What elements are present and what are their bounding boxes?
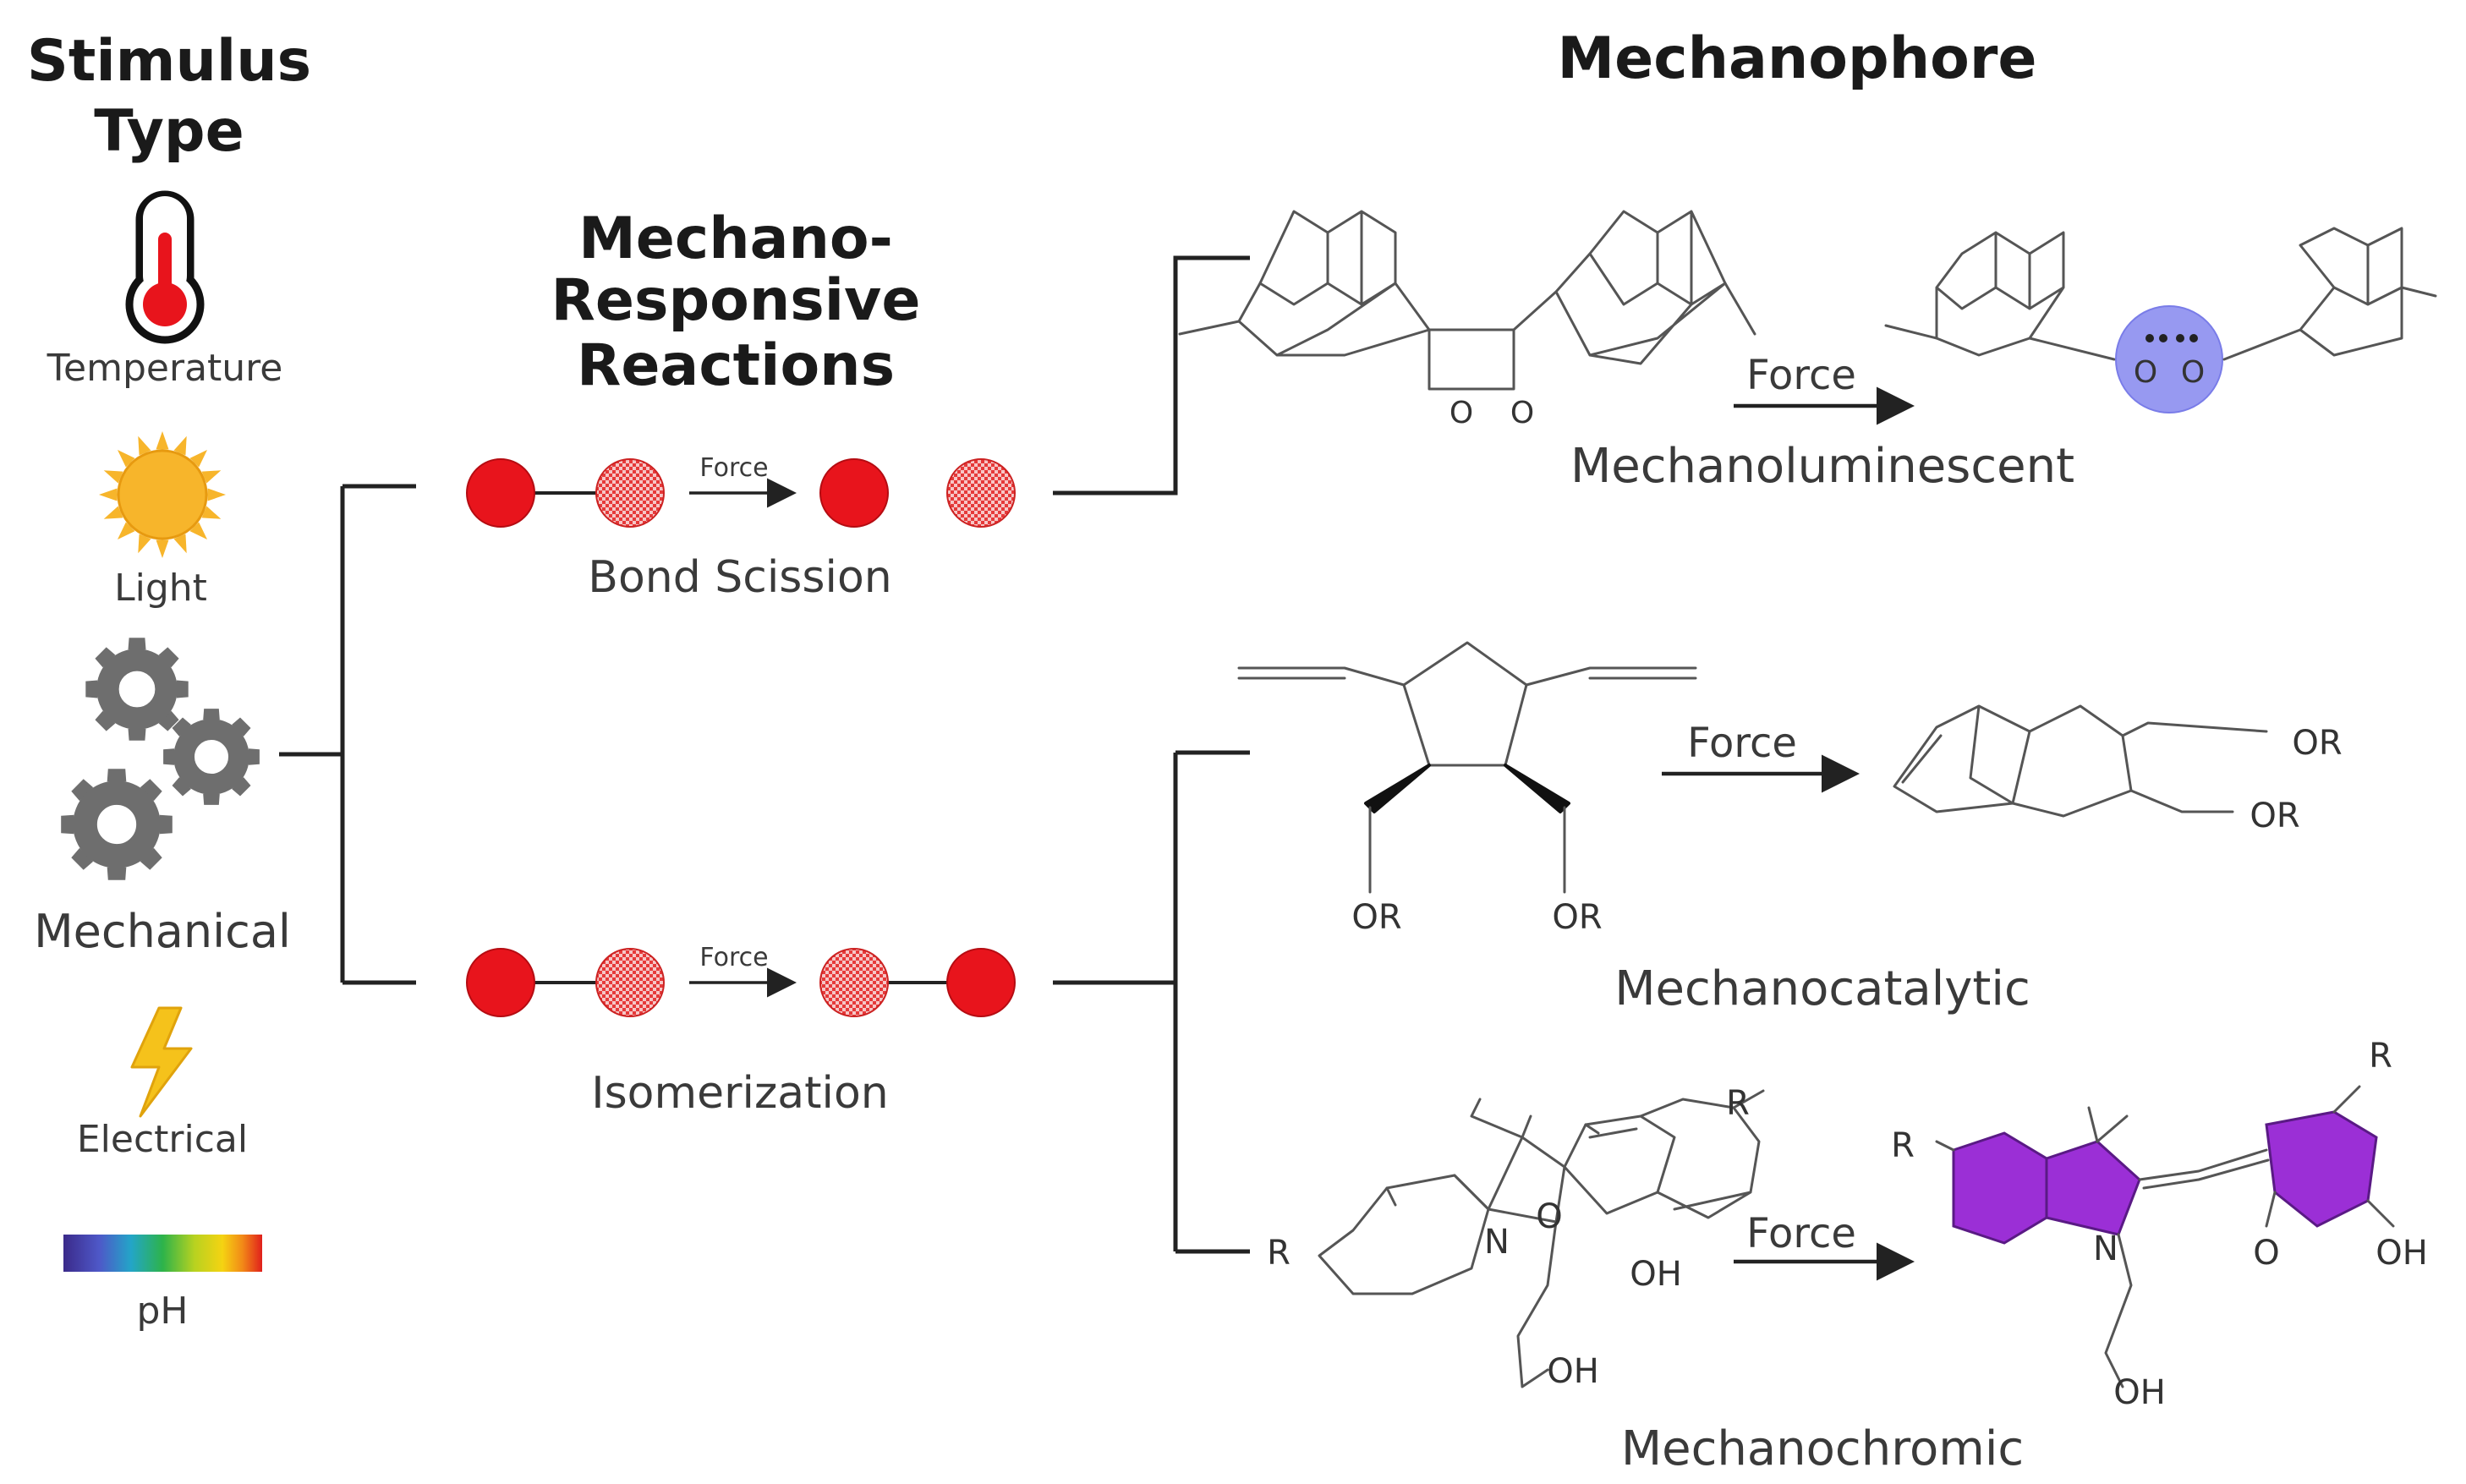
isomerization-label: Isomerization xyxy=(591,1068,888,1119)
reactions-header-line1: Mechano- xyxy=(578,205,893,272)
stimulus-electrical-label: Electrical xyxy=(77,1118,248,1161)
isomerization-arrow-label: Force xyxy=(699,943,768,972)
spiropyran-structure xyxy=(1318,1089,1765,1388)
ph-spectrum-icon xyxy=(63,1235,262,1272)
sun-ray xyxy=(117,449,135,468)
stimulus-branch-connector xyxy=(279,484,416,985)
cyclobutene-precursor-structure xyxy=(1237,641,1697,894)
scission-branch-connector xyxy=(1053,255,1250,496)
merocyanine-carbonyl-oxygen: O xyxy=(2253,1234,2279,1273)
reactions-header-line2: Responsive xyxy=(551,267,921,334)
dioxetane-oxygen-1: O xyxy=(1449,396,1473,430)
chromic-force-label: Force xyxy=(1746,1210,1856,1257)
ketone-oxygen-1: O xyxy=(2134,355,2157,390)
sun-ray xyxy=(99,488,118,501)
dioxetane-oxygen-2: O xyxy=(1510,396,1534,430)
stimulus-light-label: Light xyxy=(114,567,207,610)
spiropyran-r-right: R xyxy=(1726,1084,1750,1123)
sun-ray xyxy=(173,435,187,456)
ketone-oxygen-2: O xyxy=(2181,355,2205,390)
merocyanine-nitrogen: N xyxy=(2093,1229,2118,1268)
merocyanine-structure xyxy=(1935,1085,2395,1388)
sun-ray xyxy=(117,522,135,540)
mechanophore-header: Mechanophore xyxy=(1558,25,2037,92)
dioxetane-highlight xyxy=(2115,305,2223,413)
gear-ring xyxy=(96,649,178,730)
sun-ray xyxy=(156,431,169,450)
bicyclic-product-structure xyxy=(1893,704,2268,818)
stimulus-header-line2: Type xyxy=(94,98,244,165)
mechanoluminescent-label: Mechanoluminescent xyxy=(1570,439,2074,494)
spiropyran-r-left: R xyxy=(1267,1234,1291,1273)
gears-icon xyxy=(61,638,260,880)
sun-ray xyxy=(138,435,151,456)
luminescent-force-label: Force xyxy=(1746,352,1856,399)
spiropyran-oh-phenol: OH xyxy=(1630,1255,1682,1294)
bond-scission-scheme xyxy=(466,458,1016,528)
stimulus-mechanical-label: Mechanical xyxy=(34,905,291,958)
sun-ray xyxy=(103,470,123,484)
stimulus-ph-label: pH xyxy=(136,1290,188,1333)
ketone-products-structure xyxy=(1884,227,2437,413)
mechanocatalytic-label: Mechanocatalytic xyxy=(1614,961,2030,1016)
bond-scission-label: Bond Scission xyxy=(588,552,891,603)
isomerization-scheme xyxy=(466,948,1016,1017)
merocyanine-oh-ring: OH xyxy=(2376,1234,2428,1273)
product-or-group-upper: OR xyxy=(2292,724,2342,763)
sun-ray xyxy=(207,488,226,501)
precursor-or-group-right: OR xyxy=(1552,898,1602,937)
dioxetane-structure xyxy=(1178,210,1756,391)
stimulus-header-line1: Stimulus xyxy=(27,28,311,95)
gear-ring xyxy=(73,780,161,868)
stimulus-temperature-label: Temperature xyxy=(47,347,283,390)
spiropyran-oxygen: O xyxy=(1536,1197,1562,1236)
sun-ray xyxy=(189,522,208,540)
lone-pair-dots xyxy=(2145,334,2198,342)
merocyanine-r-right: R xyxy=(2369,1037,2392,1076)
sun-ray xyxy=(201,470,222,484)
sun-ray xyxy=(156,539,169,558)
isomerization-branch-connector xyxy=(1053,750,1250,1254)
lightning-bolt-icon xyxy=(130,1006,193,1118)
reactions-header-line3: Reactions xyxy=(577,332,895,399)
sun-ray xyxy=(103,506,123,519)
thermometer-icon xyxy=(125,190,205,344)
sun-ray xyxy=(189,449,208,468)
sun-ray xyxy=(173,534,187,554)
product-or-group-lower: OR xyxy=(2250,797,2299,835)
catalytic-force-label: Force xyxy=(1687,720,1797,767)
bond-scission-arrow-label: Force xyxy=(699,453,768,483)
mechanochromic-label: Mechanochromic xyxy=(1621,1421,2024,1476)
sun-ray xyxy=(138,534,151,554)
gear-ring xyxy=(173,719,249,795)
merocyanine-r-left: R xyxy=(1891,1126,1915,1165)
spiropyran-nitrogen: N xyxy=(1484,1223,1510,1262)
spiropyran-oh-chain: OH xyxy=(1547,1352,1599,1391)
sun-icon xyxy=(99,431,226,558)
merocyanine-oh-chain: OH xyxy=(2113,1373,2166,1412)
sun-ray xyxy=(201,506,222,519)
precursor-or-group-left: OR xyxy=(1351,898,1401,937)
